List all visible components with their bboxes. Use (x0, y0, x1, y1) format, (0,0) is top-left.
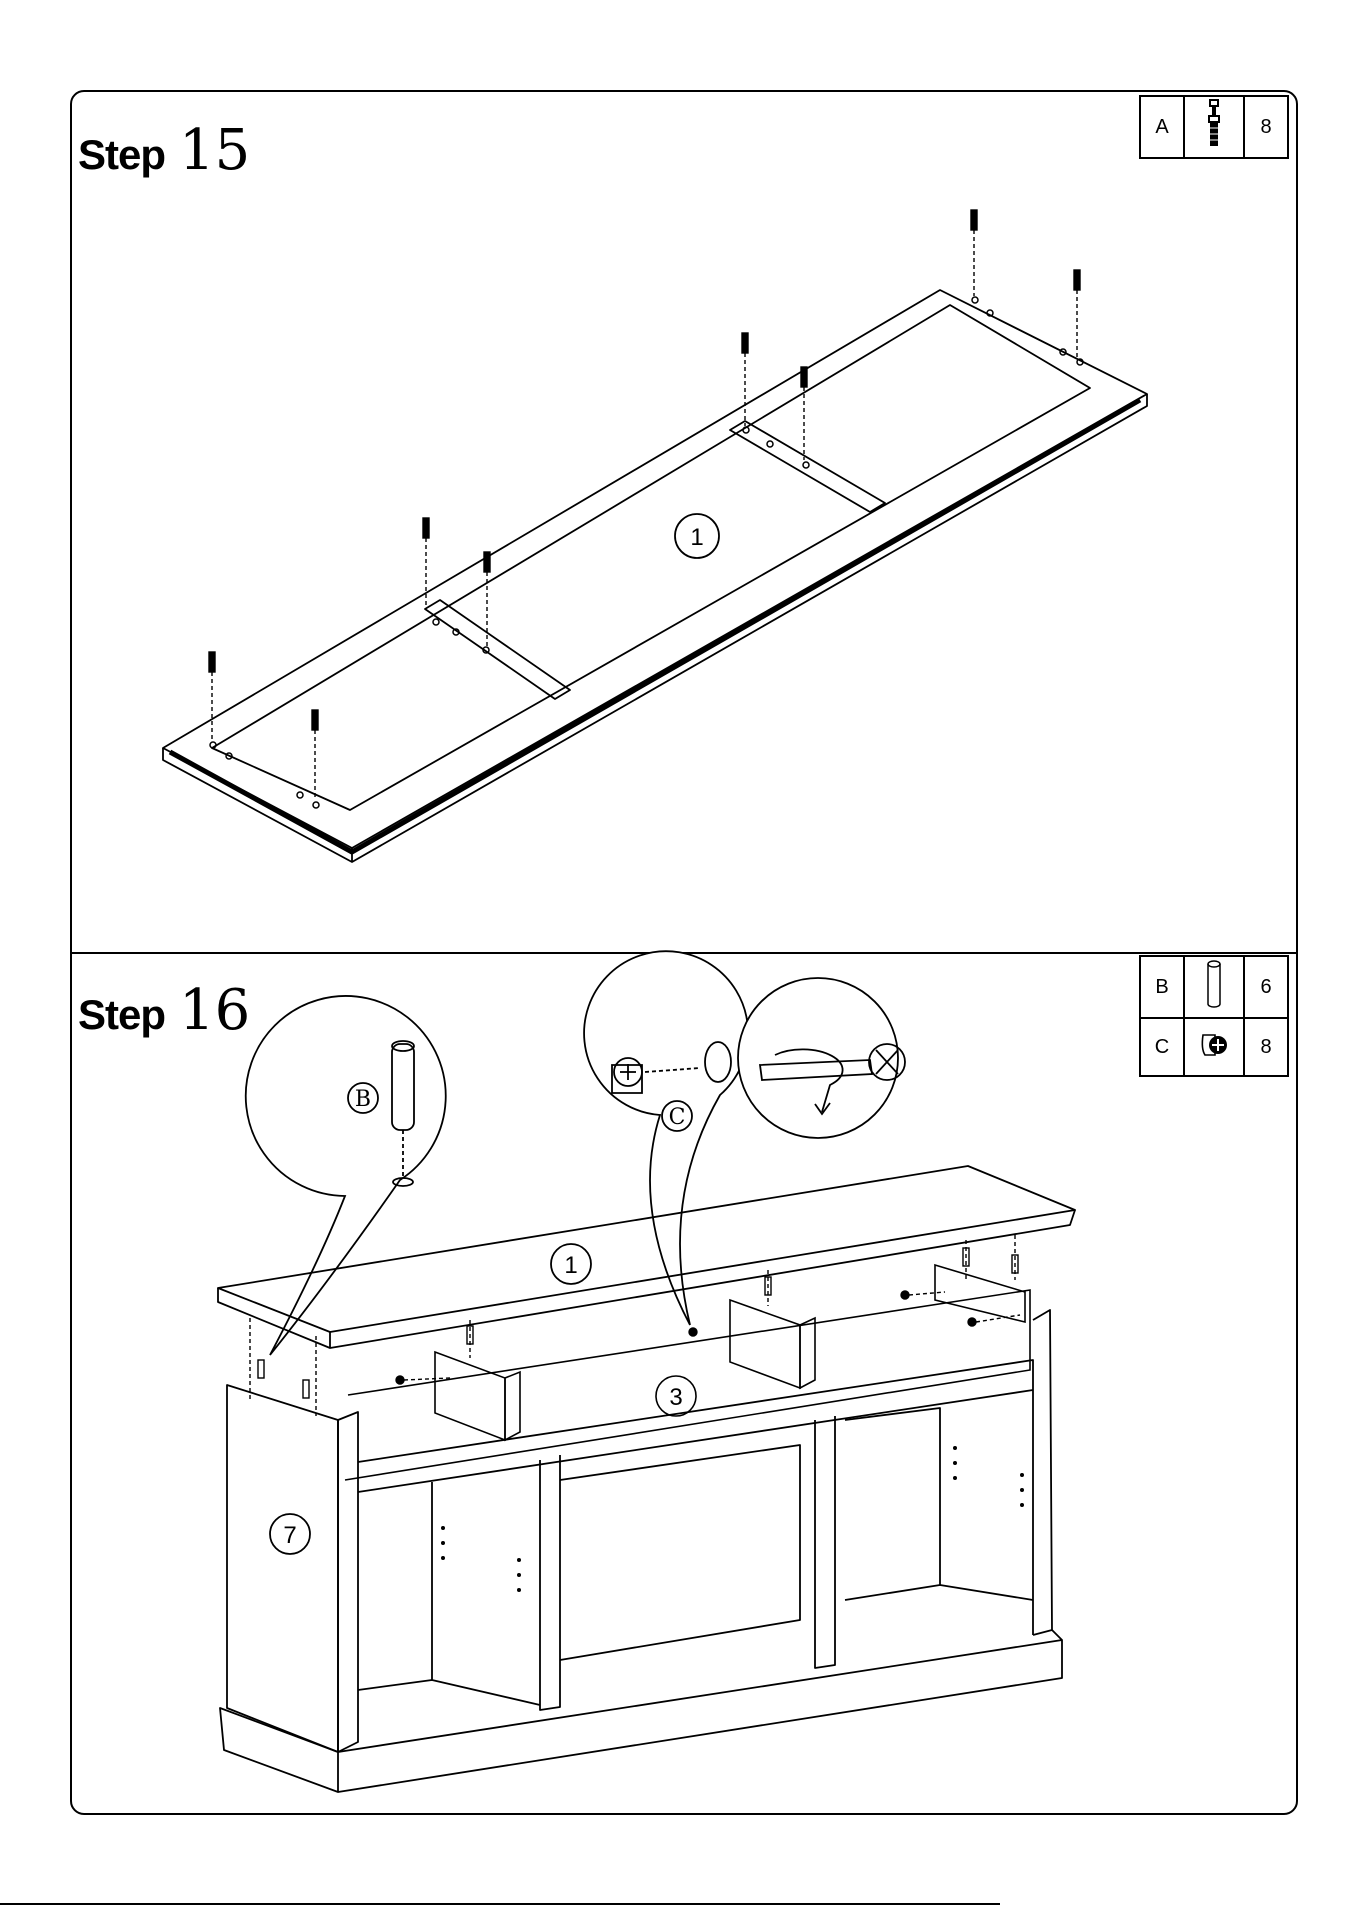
shelf-pin-holes (441, 1446, 1024, 1592)
callout-part-3: 3 (669, 1384, 682, 1411)
callout-part-7: 7 (283, 1522, 296, 1549)
side-panel-part-7 (227, 1385, 338, 1752)
cabinet-body: 7 (220, 1310, 1062, 1792)
detail-b-bubble: B (246, 996, 446, 1355)
detail-c-label: C (669, 1105, 686, 1130)
brackets (435, 1265, 1025, 1440)
detail-c-bubble: C (584, 951, 905, 1325)
callout-part-1: 1 (564, 1252, 577, 1279)
detail-b-label: B (355, 1087, 371, 1112)
